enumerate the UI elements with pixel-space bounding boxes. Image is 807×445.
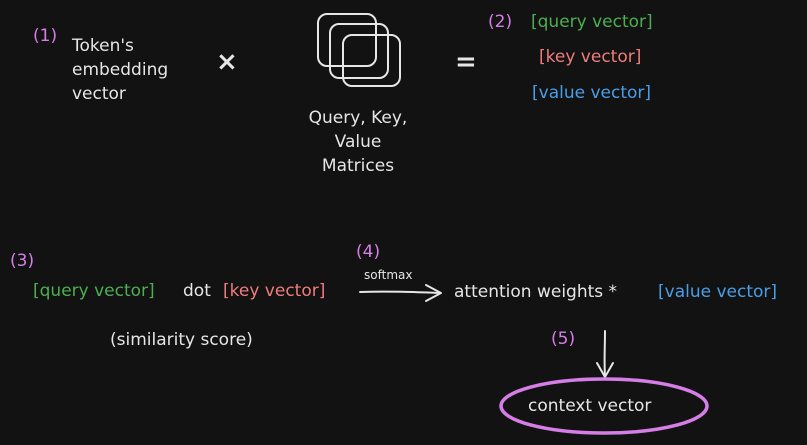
step1-line2: embedding xyxy=(72,60,169,80)
step1-line1: Token's xyxy=(72,36,134,56)
step4-marker: (4) xyxy=(356,242,381,262)
matrices-label-line2: Value xyxy=(334,132,382,152)
step3-marker: (3) xyxy=(10,251,35,271)
step5-marker: (5) xyxy=(551,329,576,349)
attention-weights-label: attention weights * xyxy=(454,282,618,302)
stacked-squares-icon xyxy=(317,13,401,87)
step2-query-vector: [query vector] xyxy=(531,12,653,32)
equals-symbol: = xyxy=(455,47,477,77)
step2-marker: (2) xyxy=(488,12,513,32)
step4-value-vector: [value vector] xyxy=(658,282,778,302)
matrices-label-line3: Matrices xyxy=(321,156,395,176)
arrow-down-icon xyxy=(596,330,614,378)
step1-line3: vector xyxy=(72,84,126,104)
similarity-score-note: (similarity score) xyxy=(110,330,253,350)
context-vector-highlight xyxy=(499,377,709,435)
step2-value-vector: [value vector] xyxy=(532,83,652,103)
step2-key-vector: [key vector] xyxy=(539,47,642,67)
matrices-label-line1: Query, Key, xyxy=(308,108,408,128)
step3-key-vector: [key vector] xyxy=(223,281,326,301)
step3-query-vector: [query vector] xyxy=(33,281,155,301)
multiply-symbol: × xyxy=(216,47,238,77)
step1-marker: (1) xyxy=(33,26,58,46)
step3-dot-operator: dot xyxy=(183,281,211,301)
arrow-right-icon xyxy=(359,284,442,302)
softmax-label: softmax xyxy=(364,268,413,282)
context-vector-label: context vector xyxy=(528,396,652,416)
